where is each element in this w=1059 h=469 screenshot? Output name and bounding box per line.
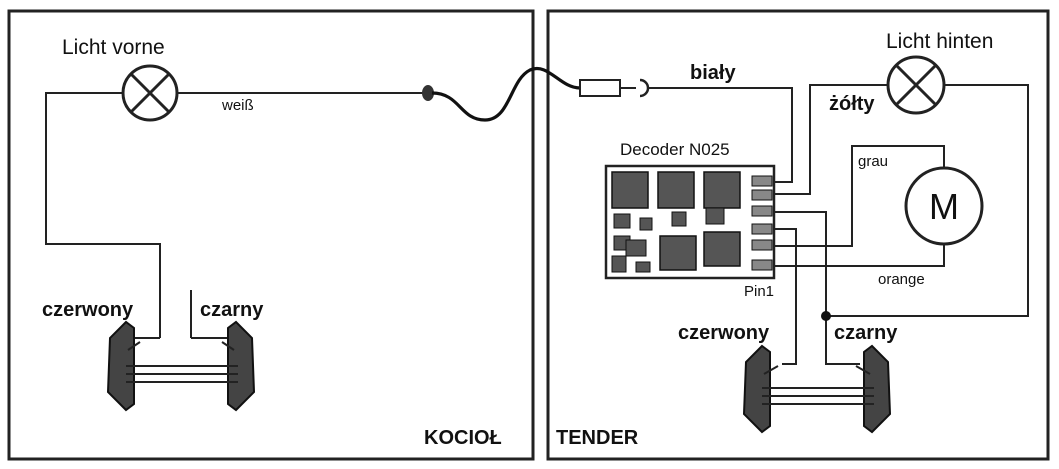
right-black-wire-label: czarny [834, 322, 898, 344]
rear-lamp-label: Licht hinten [886, 30, 993, 53]
rear-lamp-icon [886, 55, 946, 115]
front-lamp-label: Licht vorne [62, 36, 165, 59]
plug-connector-icon [422, 85, 434, 101]
kociol-frame [7, 9, 535, 461]
white-wire-label-de: weiß [221, 97, 254, 114]
yellow-wire [774, 84, 888, 195]
yellow-wire-label: żółty [829, 93, 875, 115]
tender-frame [546, 9, 1050, 461]
decoder-pin-label: Pin1 [744, 283, 774, 300]
right-red-wire [774, 228, 797, 365]
connecting-cable [431, 66, 581, 122]
left-wheelset-icon [106, 290, 256, 412]
motor-symbol: M [929, 186, 959, 227]
kociol-section-label: KOCIOŁ [424, 427, 502, 449]
right-black-wire [774, 211, 860, 365]
socket-connector-icon [579, 78, 650, 98]
left-black-wire-label: czarny [200, 299, 264, 321]
right-wheelset-icon [742, 344, 892, 434]
tender-section-label: TENDER [556, 427, 639, 449]
orange-wire [774, 244, 945, 267]
grey-wire-label: grau [858, 153, 888, 170]
rear-lamp-return-wire [826, 84, 1029, 317]
decoder-title: Decoder N025 [620, 140, 730, 159]
junction-dot [821, 311, 831, 321]
white-wire-label-pl: biały [690, 62, 736, 84]
front-lamp-icon [121, 64, 179, 122]
white-wire-right [648, 87, 793, 183]
left-red-wire-label: czerwony [42, 299, 134, 321]
decoder-board-icon [604, 164, 776, 280]
orange-wire-label: orange [878, 271, 925, 288]
right-red-wire-label: czerwony [678, 322, 770, 344]
front-lamp-return-wire [45, 92, 161, 338]
